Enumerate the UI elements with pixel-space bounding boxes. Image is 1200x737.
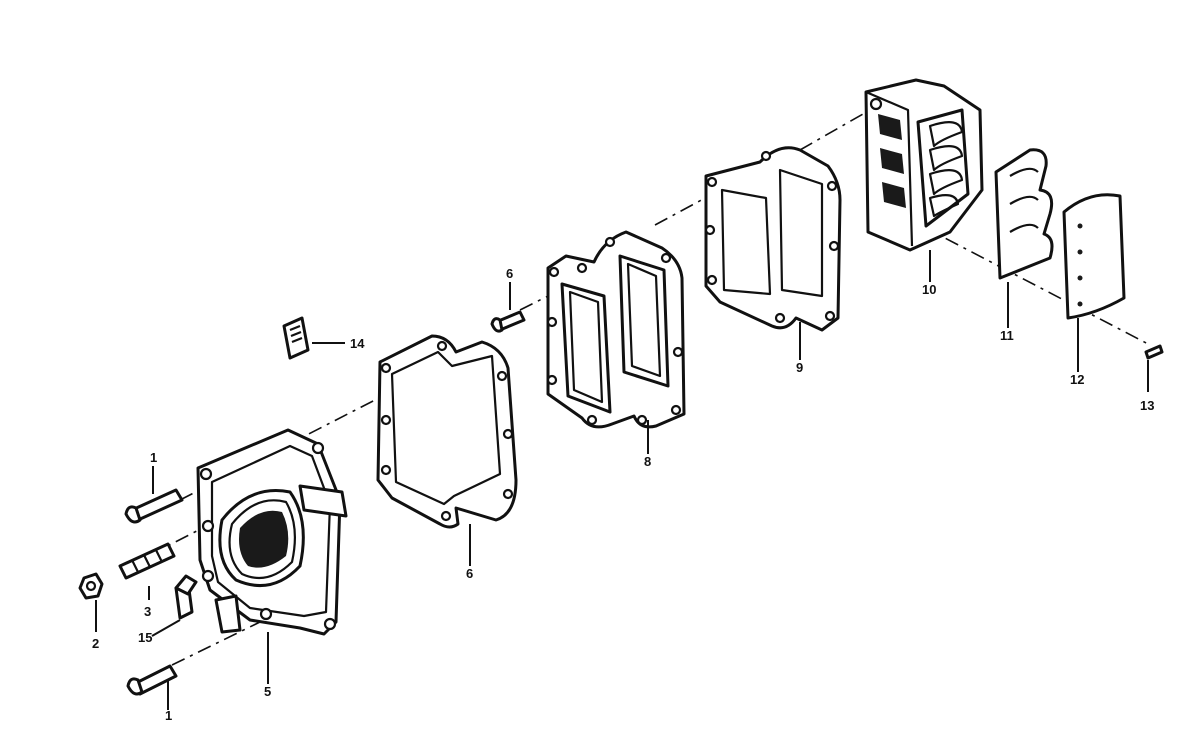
part-10-reed-block [864,78,984,252]
callout-9: 9 [796,360,803,375]
callout-15: 15 [138,630,152,645]
callout-5: 5 [264,684,271,699]
callout-8: 8 [644,454,651,469]
callout-1-upper: 1 [150,450,157,465]
callout-12: 12 [1070,372,1084,387]
part-13-screw [1144,344,1164,360]
callout-2: 2 [92,636,99,651]
callout-labels: 1 3 2 15 1 5 6 6 8 9 10 11 12 13 14 [92,266,1154,723]
part-1-lower-bolt [126,664,178,696]
callout-1-lower: 1 [165,708,172,723]
callout-14: 14 [350,336,365,351]
part-2-nut [78,572,104,600]
part-8-spacer-plate [546,230,686,429]
part-9-gasket [704,146,842,332]
part-11-reed-petals [994,148,1054,280]
callout-6-gasket: 6 [466,566,473,581]
part-6-gasket [376,334,518,529]
part-5-adapter-housing [196,428,348,636]
callout-13: 13 [1140,398,1154,413]
callout-3: 3 [144,604,151,619]
part-15-clip [174,574,198,620]
part-3-stud [118,542,176,580]
callout-6-screw: 6 [506,266,513,281]
part-6-screw [490,310,526,333]
part-1-upper-bolt [124,488,184,524]
callout-11: 11 [1000,328,1014,343]
part-12-reed-stop [1062,193,1126,320]
callout-10: 10 [922,282,936,297]
callout-leaders [95,250,1149,710]
part-14-decal [282,316,310,360]
